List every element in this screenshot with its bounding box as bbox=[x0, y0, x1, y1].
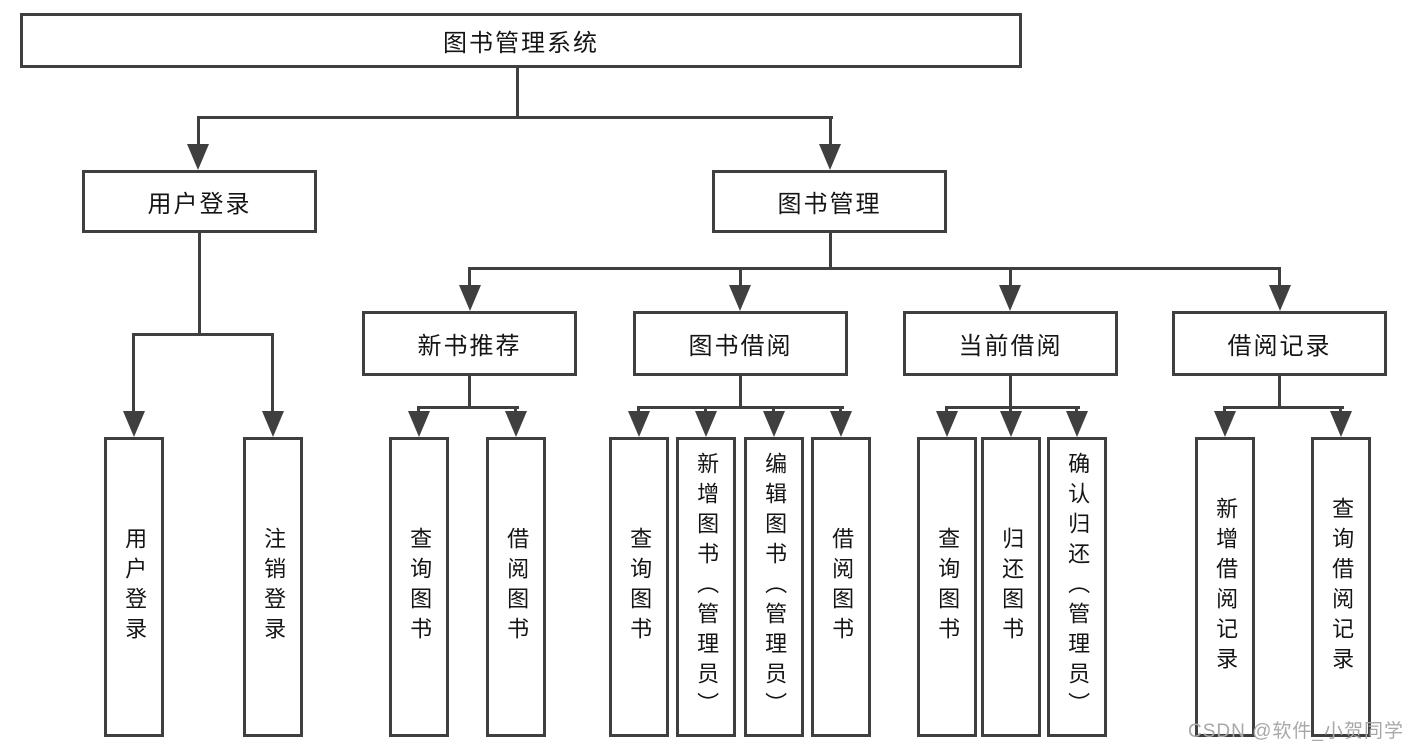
node-label: 新书推荐 bbox=[417, 333, 522, 360]
connector-line bbox=[514, 406, 517, 415]
node-label: 图书借阅 bbox=[688, 333, 793, 360]
node-borrowing-records: 借阅记录 bbox=[1172, 311, 1387, 376]
connector-line bbox=[1009, 267, 1012, 289]
connector-line bbox=[1223, 406, 1344, 409]
node-label: 借阅记录 bbox=[1227, 333, 1332, 360]
leaf-user-login: 用户登录 bbox=[104, 437, 164, 737]
connector-line bbox=[1278, 374, 1281, 409]
node-label: 图书管理 bbox=[777, 191, 882, 218]
arrowhead-icon bbox=[1000, 411, 1022, 437]
node-label: 查询图书 bbox=[627, 527, 653, 647]
arrowhead-icon bbox=[695, 411, 717, 437]
node-label: 当前借阅 bbox=[958, 333, 1063, 360]
arrowhead-icon bbox=[628, 411, 650, 437]
node-label: 归还图书 bbox=[999, 527, 1025, 647]
arrowhead-icon bbox=[1330, 411, 1352, 437]
leaf-query-books-recommend: 查询图书 bbox=[389, 437, 449, 737]
arrowhead-icon bbox=[1066, 411, 1088, 437]
connector-line bbox=[516, 68, 519, 119]
arrowhead-icon bbox=[459, 285, 481, 311]
connector-line bbox=[637, 406, 640, 415]
node-current-borrowing: 当前借阅 bbox=[903, 311, 1118, 376]
connector-line bbox=[468, 374, 471, 409]
connector-line bbox=[1223, 406, 1226, 415]
connector-line bbox=[271, 333, 274, 415]
connector-line bbox=[945, 406, 1080, 409]
connector-line bbox=[739, 267, 742, 289]
leaf-add-book-admin: 新增图书（管理员） bbox=[676, 437, 736, 737]
csdn-watermark: CSDN @软件_小贺同学 bbox=[1188, 721, 1404, 742]
arrowhead-icon bbox=[187, 144, 209, 170]
connector-line bbox=[197, 116, 833, 119]
node-library-management-system: 图书管理系统 bbox=[20, 13, 1022, 68]
node-label: 查询图书 bbox=[935, 527, 961, 647]
connector-line bbox=[417, 406, 519, 409]
connector-line bbox=[829, 233, 832, 270]
connector-line bbox=[417, 406, 420, 415]
leaf-query-borrow-record: 查询借阅记录 bbox=[1311, 437, 1371, 737]
node-book-management: 图书管理 bbox=[712, 170, 947, 233]
node-label: 新增借阅记录 bbox=[1213, 497, 1239, 677]
connector-line bbox=[772, 406, 775, 415]
node-label: 借阅图书 bbox=[829, 527, 855, 647]
arrowhead-icon bbox=[1269, 285, 1291, 311]
arrowhead-icon bbox=[763, 411, 785, 437]
node-label: 图书管理系统 bbox=[443, 30, 599, 57]
connector-line bbox=[468, 267, 1281, 270]
arrowhead-icon bbox=[936, 411, 958, 437]
connector-line bbox=[1278, 267, 1281, 289]
leaf-borrow-books-borrowing: 借阅图书 bbox=[811, 437, 871, 737]
leaf-add-borrow-record: 新增借阅记录 bbox=[1195, 437, 1255, 737]
arrowhead-icon bbox=[819, 144, 841, 170]
arrowhead-icon bbox=[408, 411, 430, 437]
arrowhead-icon bbox=[123, 411, 145, 437]
node-label: 确认归还（管理员） bbox=[1065, 452, 1091, 722]
leaf-borrow-books-recommend: 借阅图书 bbox=[486, 437, 546, 737]
connector-line bbox=[1339, 406, 1342, 415]
leaf-edit-book-admin: 编辑图书（管理员） bbox=[744, 437, 804, 737]
arrowhead-icon bbox=[729, 285, 751, 311]
node-label: 查询借阅记录 bbox=[1329, 497, 1355, 677]
connector-line bbox=[637, 406, 844, 409]
arrowhead-icon bbox=[505, 411, 527, 437]
node-label: 用户登录 bbox=[147, 191, 252, 218]
connector-line bbox=[1009, 406, 1012, 415]
arrowhead-icon bbox=[262, 411, 284, 437]
connector-line bbox=[1009, 374, 1012, 409]
connector-line bbox=[198, 233, 201, 336]
node-label: 查询图书 bbox=[407, 527, 433, 647]
node-book-borrowing: 图书借阅 bbox=[633, 311, 848, 376]
connector-line bbox=[839, 406, 842, 415]
arrowhead-icon bbox=[999, 285, 1021, 311]
connector-line bbox=[945, 406, 948, 415]
leaf-logout: 注销登录 bbox=[243, 437, 303, 737]
leaf-query-books-borrowing: 查询图书 bbox=[609, 437, 669, 737]
connector-line bbox=[468, 267, 471, 289]
connector-line bbox=[1075, 406, 1078, 415]
connector-line bbox=[704, 406, 707, 415]
connector-line bbox=[132, 333, 135, 415]
connector-line bbox=[197, 116, 200, 148]
leaf-return-books: 归还图书 bbox=[981, 437, 1041, 737]
connector-line bbox=[132, 333, 274, 336]
connector-line bbox=[829, 116, 832, 148]
node-label: 用户登录 bbox=[122, 527, 148, 647]
node-label: 编辑图书（管理员） bbox=[762, 452, 788, 722]
leaf-confirm-return-admin: 确认归还（管理员） bbox=[1047, 437, 1107, 737]
arrowhead-icon bbox=[1214, 411, 1236, 437]
connector-line bbox=[739, 374, 742, 409]
node-new-book-recommendation: 新书推荐 bbox=[362, 311, 577, 376]
node-label: 新增图书（管理员） bbox=[694, 452, 720, 722]
node-label: 注销登录 bbox=[261, 527, 287, 647]
node-user-login: 用户登录 bbox=[82, 170, 317, 233]
node-label: 借阅图书 bbox=[504, 527, 530, 647]
leaf-query-books-current: 查询图书 bbox=[917, 437, 977, 737]
arrowhead-icon bbox=[830, 411, 852, 437]
